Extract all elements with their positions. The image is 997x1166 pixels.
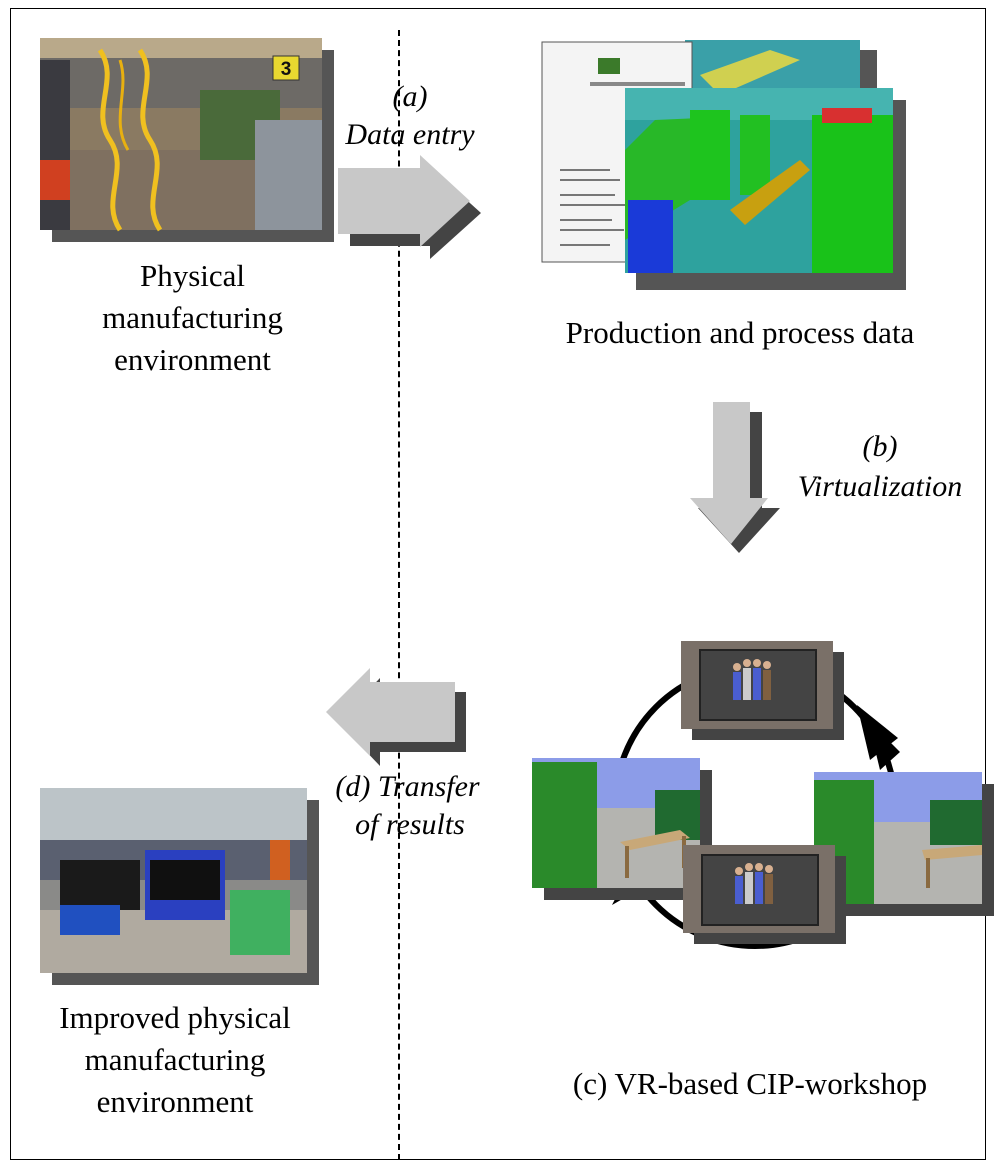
physical-environment-caption: Physical manufacturing environment [102, 258, 283, 377]
step-a-text: Data entry [345, 118, 475, 151]
arrow-virtualization [690, 402, 780, 553]
workshop-photo-right [814, 772, 994, 916]
step-d-line1: (d) Transfer [335, 770, 480, 803]
step-a-label: (a) [392, 80, 428, 113]
arrow-data-entry [338, 155, 481, 259]
production-data-collage [541, 40, 906, 290]
step-d-line2: of results [355, 808, 465, 841]
workshop-photo-bottom [683, 845, 846, 944]
workstation-number-sign: 3 [281, 59, 292, 80]
dashdot-divider [398, 30, 400, 1160]
step-b-label: (b) [862, 430, 898, 463]
production-data-caption: Production and process data [565, 315, 915, 350]
improved-environment-caption: Improved physical manufacturing environm… [59, 1000, 291, 1119]
improved-environment-photo [40, 788, 319, 985]
step-b-text: Virtualization [797, 470, 963, 503]
arrow-transfer-results [326, 668, 466, 766]
cip-workshop-caption: (c) VR-based CIP-workshop [572, 1066, 928, 1101]
workshop-photo-top [681, 641, 844, 740]
physical-environment-photo: 3 [40, 38, 334, 242]
